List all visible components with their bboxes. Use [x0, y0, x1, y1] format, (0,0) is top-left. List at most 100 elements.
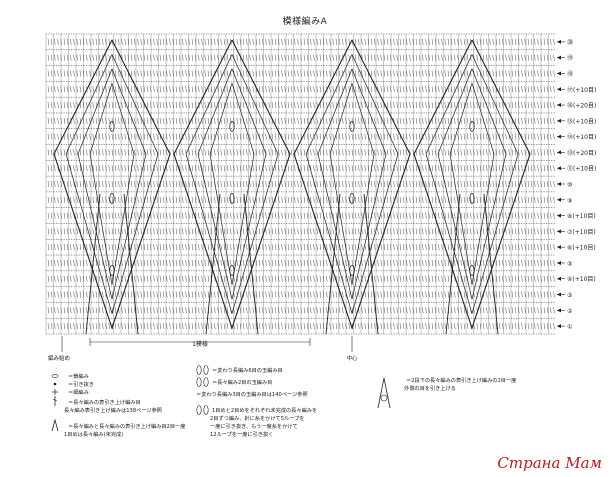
stitch-mark: [537, 149, 539, 156]
stitch-mark: [553, 70, 555, 77]
stitch-mark: [425, 165, 427, 172]
stitch-mark: [326, 275, 328, 282]
stitch-mark: [451, 86, 453, 93]
stitch-mark: [431, 307, 433, 314]
stitch-mark: [268, 149, 270, 156]
stitch-mark: [159, 228, 161, 235]
stitch-mark: [521, 70, 523, 77]
stitch-mark: [291, 244, 293, 251]
stitch-mark: [115, 212, 117, 219]
stitch-mark: [217, 323, 219, 330]
stitch-mark: [51, 133, 53, 140]
stitch-mark: [335, 149, 337, 156]
stitch-mark: [249, 86, 251, 93]
stitch-mark: [431, 275, 433, 282]
stitch-mark: [534, 133, 536, 140]
stitch-mark: [422, 149, 424, 156]
stitch-mark: [195, 275, 197, 282]
stitch-mark: [431, 70, 433, 77]
stitch-mark: [428, 228, 430, 235]
stitch-mark: [294, 117, 296, 124]
stitch-mark: [262, 133, 264, 140]
stitch-mark: [95, 244, 97, 251]
stitch-mark: [323, 70, 325, 77]
stitch-mark: [230, 149, 232, 156]
stitch-mark: [281, 70, 283, 77]
stitch-mark: [57, 117, 59, 124]
stitch-mark: [137, 38, 139, 45]
stitch-mark: [175, 323, 177, 330]
stitch-mark: [511, 228, 513, 235]
stitch-mark: [70, 291, 72, 298]
stitch-mark: [198, 86, 200, 93]
stitch-mark: [255, 70, 257, 77]
stitch-mark: [425, 291, 427, 298]
stitch-mark: [57, 180, 59, 188]
stitch-mark: [51, 117, 53, 124]
stitch-mark: [233, 149, 235, 156]
stitch-mark: [188, 133, 190, 140]
stitch-mark: [499, 307, 501, 314]
stitch-mark: [227, 259, 229, 266]
stitch-mark: [275, 165, 277, 172]
stitch-mark: [63, 70, 65, 77]
stitch-mark: [364, 196, 366, 203]
stitch-mark: [195, 102, 197, 109]
stitch-mark: [108, 133, 110, 140]
stitch-mark: [265, 86, 267, 93]
stitch-mark: [79, 275, 81, 282]
stitch-mark: [207, 259, 209, 266]
stitch-mark: [169, 259, 171, 266]
stitch-mark: [521, 196, 523, 203]
stitch-mark: [486, 70, 488, 77]
stitch-mark: [57, 38, 59, 45]
stitch-mark: [521, 86, 523, 93]
legend-text: ＝細編み: [68, 388, 89, 396]
stitch-mark: [313, 70, 315, 77]
stitch-mark: [476, 86, 478, 93]
stitch-mark: [60, 70, 62, 77]
stitch-mark: [422, 196, 424, 203]
stitch-mark: [467, 244, 469, 251]
stitch-mark: [415, 54, 417, 61]
stitch-mark: [316, 133, 318, 140]
stitch-mark: [326, 244, 328, 251]
stitch-mark: [428, 307, 430, 314]
stitch-mark: [511, 180, 513, 188]
stitch-mark: [489, 102, 491, 109]
stitch-mark: [316, 275, 318, 282]
stitch-mark: [342, 70, 344, 77]
stitch-mark: [76, 275, 78, 282]
stitch-mark: [319, 291, 321, 298]
stitch-mark: [118, 228, 120, 235]
stitch-mark: [505, 38, 507, 45]
stitch-mark: [399, 149, 401, 156]
stitch-mark: [425, 38, 427, 45]
stitch-mark: [387, 54, 389, 61]
stitch-mark: [262, 54, 264, 61]
stitch-mark: [278, 149, 280, 156]
stitch-mark: [124, 133, 126, 140]
stitch-mark: [367, 307, 369, 314]
stitch-mark: [435, 180, 437, 188]
stitch-mark: [483, 180, 485, 188]
stitch-mark: [406, 244, 408, 251]
stitch-mark: [198, 212, 200, 219]
stitch-mark: [435, 259, 437, 266]
stitch-mark: [83, 102, 85, 109]
stitch-mark: [214, 291, 216, 298]
stitch-mark: [243, 149, 245, 156]
stitch-mark: [534, 165, 536, 172]
stitch-mark: [201, 228, 203, 235]
stitch-mark: [54, 117, 56, 124]
stitch-mark: [348, 307, 350, 314]
stitch-mark: [182, 307, 184, 314]
stitch-mark: [131, 70, 133, 77]
stitch-mark: [278, 133, 280, 140]
stitch-mark: [134, 212, 136, 219]
stitch-mark: [505, 117, 507, 124]
stitch-mark: [143, 196, 145, 203]
stitch-mark: [495, 133, 497, 140]
stitch-mark: [323, 38, 325, 45]
stitch-mark: [172, 228, 174, 235]
